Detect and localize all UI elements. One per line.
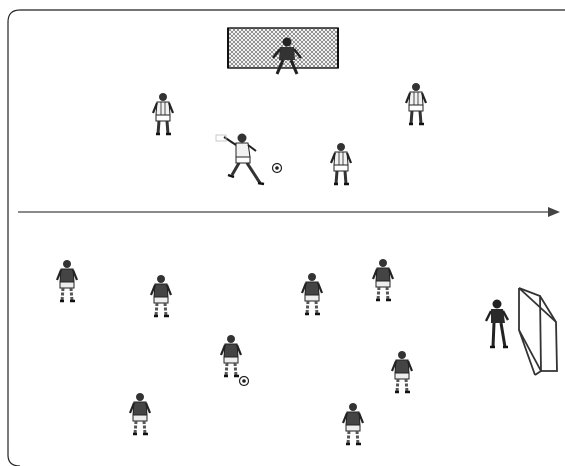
- player-dark: [373, 259, 393, 300]
- goal-frame-right: [519, 288, 557, 375]
- player-dark: [57, 260, 77, 301]
- player-dark: [221, 335, 241, 376]
- player-dark: [130, 393, 150, 434]
- player-dark: [302, 273, 322, 314]
- player-dark: [343, 403, 363, 444]
- ball: [273, 164, 282, 173]
- player-light: [153, 93, 173, 134]
- player-shooting: [216, 134, 264, 185]
- player-dark: [151, 275, 171, 316]
- player-light: [331, 143, 351, 184]
- player-dark: [392, 351, 412, 392]
- goalkeeper-right: [486, 300, 508, 348]
- player-light: [406, 83, 426, 124]
- field-frame: [8, 10, 565, 466]
- arrow-right: [18, 207, 560, 217]
- ball: [240, 377, 249, 386]
